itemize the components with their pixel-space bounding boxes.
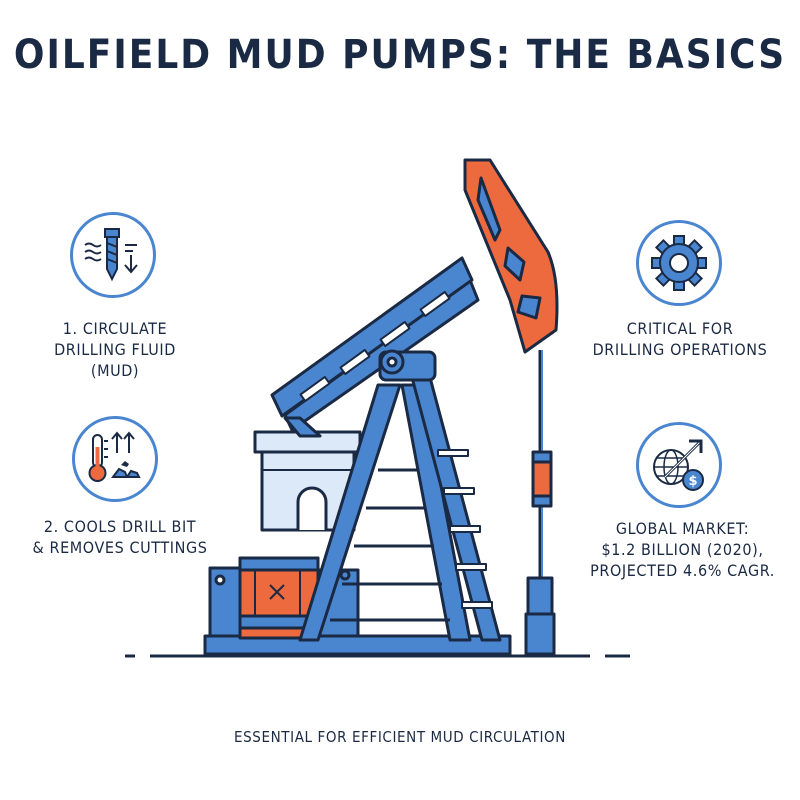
circulate-fluid-label: 1. CIRCULATE DRILLING FLUID (MUD) (54, 319, 176, 380)
global-market-label: GLOBAL MARKET: $1.2 BILLION (2020), PROJ… (590, 519, 775, 580)
drill-bit-icon (70, 212, 156, 298)
gear-icon (636, 220, 722, 306)
thermometer-cuttings-icon (72, 416, 158, 502)
footer-caption: ESSENTIAL FOR EFFICIENT MUD CIRCULATION (234, 728, 566, 746)
page-title: OILFIELD MUD PUMPS: THE BASICS (13, 32, 787, 78)
polished-rod (524, 350, 556, 656)
svg-text:$: $ (688, 474, 697, 489)
horsehead (463, 158, 559, 354)
critical-operations-label: CRITICAL FOR DRILLING OPERATIONS (592, 319, 768, 359)
globe-growth-dollar-icon: $ (636, 422, 722, 508)
cools-drill-label: 2. COOLS DRILL BIT & REMOVES CUTTINGS (32, 517, 208, 557)
samson-post (298, 349, 502, 642)
